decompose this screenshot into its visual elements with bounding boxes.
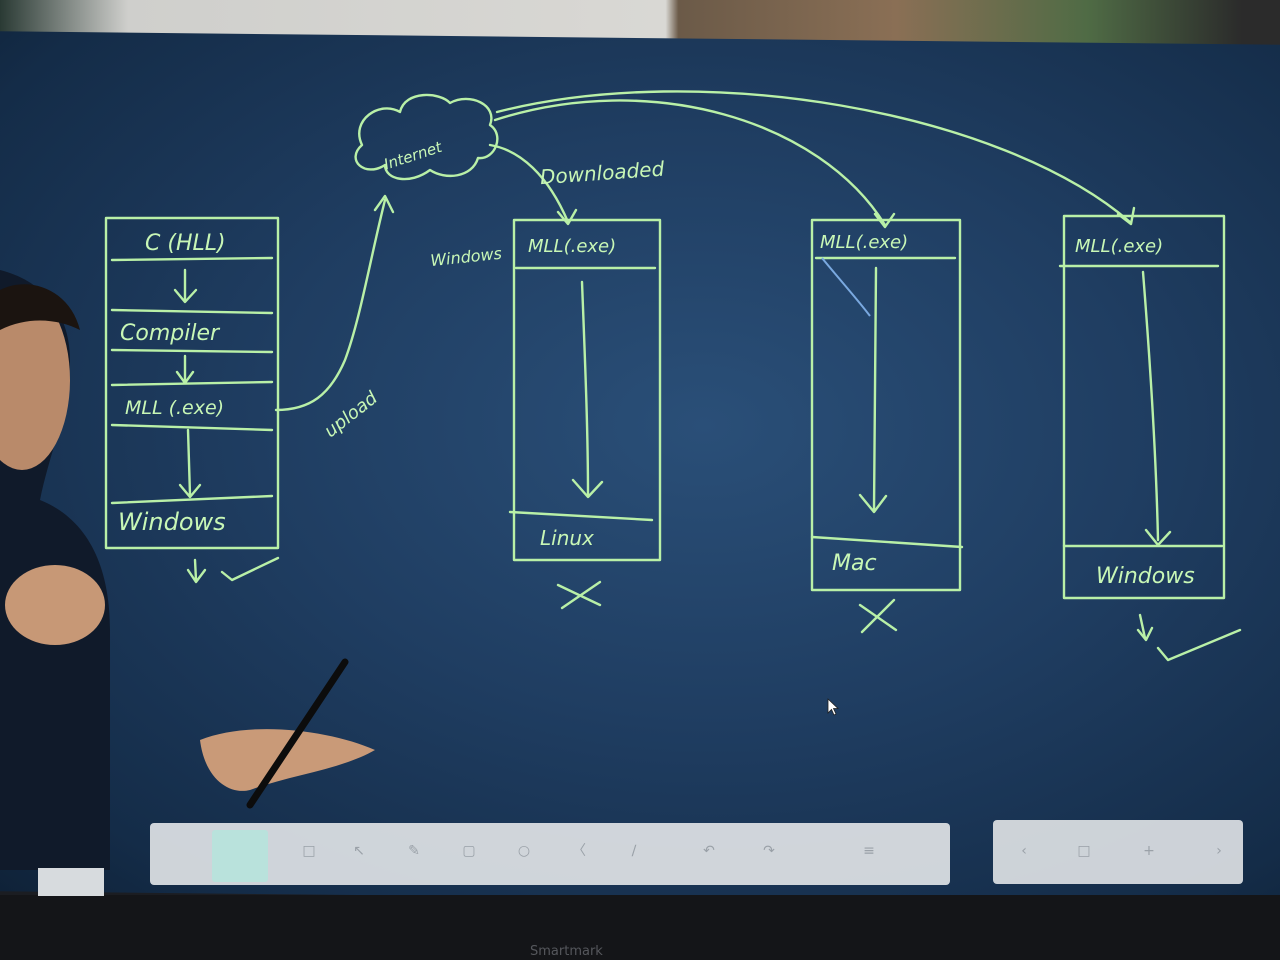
line-tool-icon[interactable]: ∕ <box>631 843 637 859</box>
page-add-icon[interactable]: + <box>1143 843 1155 859</box>
upload-arrow <box>274 194 395 412</box>
windows-source-node-label: Windows <box>118 508 226 536</box>
linux-node-label: Linux <box>540 526 594 550</box>
shape-tool-icon[interactable]: ○ <box>517 843 531 859</box>
downloaded-label: Downloaded <box>539 157 665 190</box>
download-arrow-linux <box>488 143 578 226</box>
undo-icon[interactable]: ↶ <box>703 843 715 859</box>
windows-stack-box <box>1062 214 1226 600</box>
internet-cloud <box>354 93 499 181</box>
check-mark-right <box>1156 628 1242 662</box>
mac-stack-box <box>810 218 962 592</box>
mouse-cursor-icon <box>827 698 840 716</box>
mll-source-node-label: MLL (.exe) <box>125 397 224 419</box>
select-tool-icon[interactable]: □ <box>302 843 316 859</box>
cross-mark-mac <box>858 598 898 634</box>
presenter-figure <box>0 270 375 870</box>
check-mark-left <box>220 556 280 582</box>
presenter-face <box>0 290 70 470</box>
text-tool-icon[interactable]: 〈 <box>572 843 586 859</box>
mll-windows-node-label: MLL(.exe) <box>1075 236 1163 257</box>
windows-target-node-label: Windows <box>1096 564 1195 589</box>
cross-mark-linux <box>556 580 602 610</box>
page-icon[interactable]: □ <box>1077 843 1091 859</box>
menu-icon[interactable]: ≡ <box>863 843 875 859</box>
windows-note-label: Windows <box>429 244 502 270</box>
mll-linux-node-label: MLL(.exe) <box>528 236 616 257</box>
download-arrow-windows <box>495 90 1136 226</box>
page-next-icon[interactable]: › <box>1216 843 1222 859</box>
presenter-hand-right <box>200 729 375 791</box>
toolbar-left-panel <box>38 868 104 896</box>
stylus <box>246 658 349 809</box>
eraser-tool-icon[interactable]: ▢ <box>462 843 476 859</box>
bottom-toolbar <box>150 823 950 885</box>
linux-stack-box <box>512 218 662 562</box>
page-prev-icon[interactable]: ‹ <box>1021 843 1027 859</box>
download-arrow-mac <box>493 99 896 229</box>
source-node-label: C (HLL) <box>145 231 226 256</box>
toolbar-active-tool[interactable] <box>212 830 268 882</box>
monitor-brand-logo: Smartmark <box>530 944 603 959</box>
mll-mac-node-label: MLL(.exe) <box>820 232 908 253</box>
source-stack-box <box>104 216 280 550</box>
presenter-hand-left <box>5 565 105 645</box>
pointer-tool-icon[interactable]: ↖ <box>353 843 365 859</box>
mac-node-label: Mac <box>832 551 877 576</box>
pen-tool-icon[interactable]: ✎ <box>408 843 420 859</box>
redo-icon[interactable]: ↷ <box>763 843 775 859</box>
internet-label: Internet <box>382 138 446 174</box>
stray-stroke <box>821 257 871 317</box>
compiler-node-label: Compiler <box>120 321 221 346</box>
screen-bezel <box>0 895 1280 960</box>
toolbar-right-panel <box>993 820 1243 884</box>
